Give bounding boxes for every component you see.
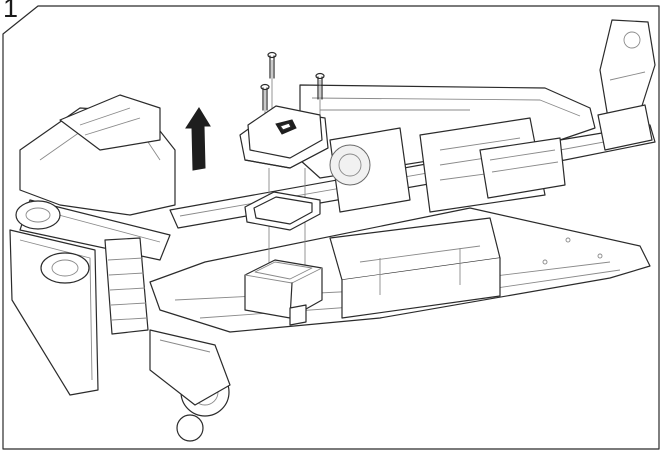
battery-tray <box>329 217 501 319</box>
front-suspension <box>9 94 231 442</box>
screw <box>260 83 270 111</box>
screw <box>267 51 277 79</box>
screw <box>315 72 325 100</box>
diagram-frame <box>2 5 660 450</box>
receiver-box-cover <box>239 105 329 169</box>
receiver-box-base <box>244 259 323 326</box>
receiver-box-exploded <box>239 51 329 326</box>
motor-assembly <box>329 117 566 213</box>
step-number: 1 <box>3 0 19 23</box>
top-deck <box>169 84 656 229</box>
up-arrow-icon <box>185 107 211 171</box>
rear-suspension <box>597 19 656 151</box>
receiver-box-gasket <box>244 191 321 231</box>
